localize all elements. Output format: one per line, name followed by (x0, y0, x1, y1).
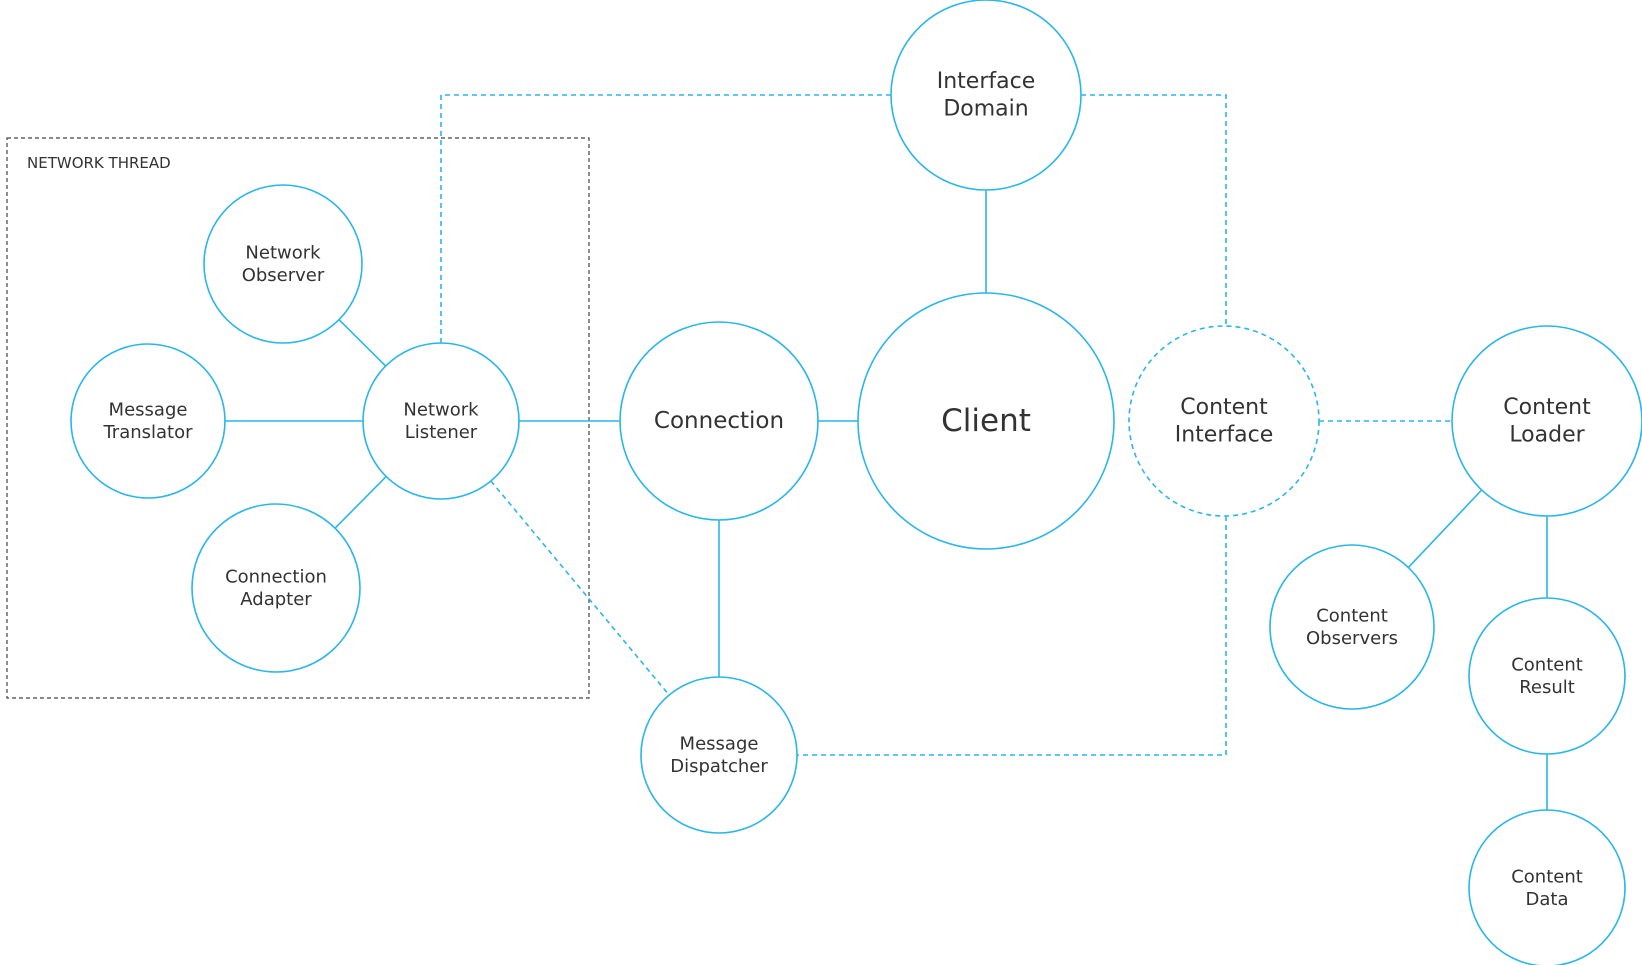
content-data-label: Content (1511, 866, 1583, 887)
edges-layer (225, 94, 1548, 810)
message-dispatcher-label: Message (680, 733, 759, 754)
content-loader-label: Loader (1509, 422, 1585, 447)
connection-circle (619, 321, 819, 521)
message-translator-circle (70, 343, 226, 499)
network-listener-label: Listener (405, 422, 478, 443)
client-circle (857, 292, 1115, 550)
node-client[interactable]: Client (857, 292, 1115, 550)
edge-network-listener-to-message-dispatcher (490, 480, 670, 696)
client-label: Client (941, 403, 1031, 439)
message-translator-label: Translator (102, 422, 193, 443)
edge-network-listener-to-interface-domain (440, 94, 891, 343)
edge-content-loader-to-content-observers (1407, 489, 1483, 568)
network-observer-label: Observer (242, 265, 325, 286)
content-interface-circle (1128, 325, 1320, 517)
network-listener-label: Network (403, 399, 479, 420)
interface-domain-label: Domain (943, 96, 1028, 121)
network-thread-label: NETWORK THREAD (27, 154, 171, 172)
content-data-label: Data (1526, 889, 1569, 910)
edge-interface-domain-to-content-interface (1081, 94, 1227, 326)
content-result-circle (1468, 597, 1626, 755)
network-listener-circle (362, 342, 520, 500)
nodes-layer: InterfaceDomainNetworkObserverMessageTra… (70, 0, 1642, 965)
content-observers-label: Content (1316, 605, 1388, 626)
network-thread-group (6, 137, 590, 699)
content-interface-label: Content (1180, 395, 1268, 420)
content-interface-label: Interface (1175, 422, 1274, 447)
message-translator-label: Message (109, 399, 188, 420)
edge-connection-adapter-to-network-listener (334, 475, 387, 529)
interface-domain-circle (890, 0, 1082, 191)
network-observer-circle (203, 184, 363, 344)
message-dispatcher-circle (640, 676, 798, 834)
message-dispatcher-label: Dispatcher (670, 756, 768, 777)
content-data-circle (1468, 809, 1626, 965)
content-result-label: Result (1519, 677, 1575, 698)
network-observer-label: Network (245, 242, 321, 263)
content-loader-circle (1451, 325, 1642, 517)
edge-content-interface-to-message-dispatcher (797, 516, 1227, 756)
content-observers-label: Observers (1306, 628, 1398, 649)
interface-domain-label: Interface (937, 69, 1036, 94)
content-loader-label: Content (1503, 395, 1591, 420)
content-result-label: Content (1511, 654, 1583, 675)
connection-adapter-circle (191, 503, 361, 673)
node-connection[interactable]: Connection (619, 321, 819, 521)
connection-adapter-label: Connection (225, 566, 327, 587)
edge-network-observer-to-network-listener (338, 319, 387, 367)
connection-label: Connection (654, 408, 784, 434)
content-observers-circle (1269, 544, 1435, 710)
connection-adapter-label: Adapter (240, 589, 312, 610)
